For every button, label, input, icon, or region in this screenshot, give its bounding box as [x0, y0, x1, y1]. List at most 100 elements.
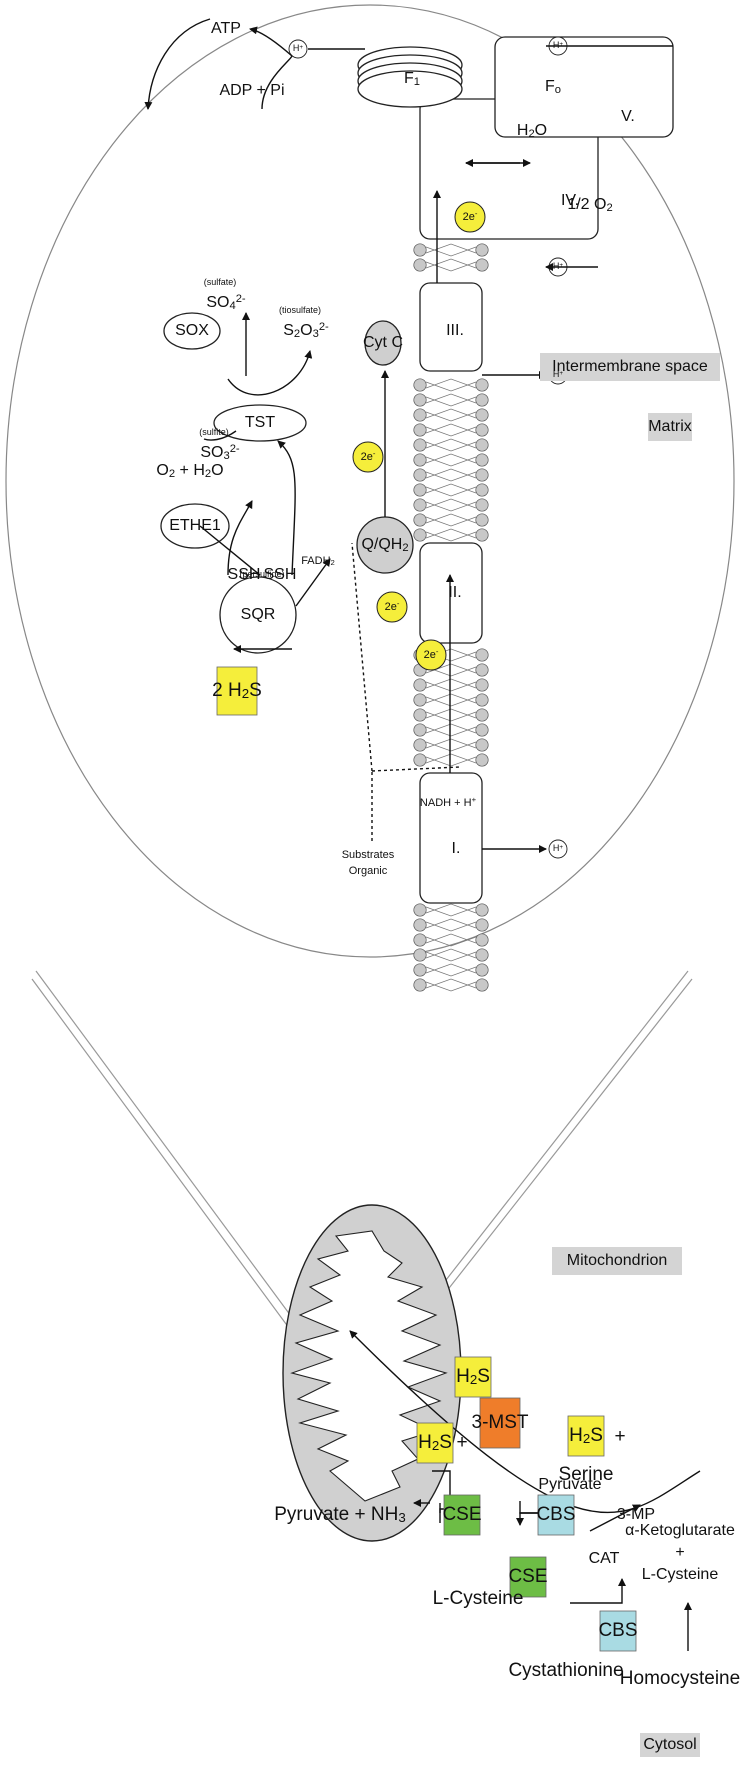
two-h2s-box: [216, 666, 258, 716]
lipid-head: [413, 753, 427, 767]
lipid-tail: [425, 258, 477, 272]
lipid-head: [413, 438, 427, 452]
cse-box-1: [509, 1556, 547, 1598]
intermembrane-label: Intermembrane space: [552, 358, 708, 375]
lipid-head: [475, 528, 489, 542]
proton-label-3: H+: [553, 261, 564, 271]
region-label-boxes: [540, 353, 720, 1757]
so4-label: SO42-: [206, 293, 246, 312]
proton-label-4: H+: [293, 43, 304, 53]
f1-head: [357, 46, 463, 108]
adp-pi-label: ADP + Pi: [219, 82, 284, 99]
complex-5-box: [494, 36, 674, 138]
lipid-head: [475, 708, 489, 722]
lipid-tail: [425, 918, 477, 932]
cbs-label-1: CBS: [598, 1620, 637, 1641]
lipid-head: [475, 918, 489, 932]
lipid-head: [475, 513, 489, 527]
mst-box: [479, 1397, 521, 1449]
lipid-head: [413, 378, 427, 392]
lipid-tail: [425, 438, 477, 452]
proton-label-5: H+: [553, 40, 564, 50]
electron-circles: [352, 201, 486, 671]
lipid-head: [475, 468, 489, 482]
plus-h2s-prefix: +: [456, 1432, 467, 1453]
tiosulfate-label: (tiosulfate): [279, 305, 321, 315]
lipid-tail: [425, 708, 477, 722]
lipid-head: [475, 243, 489, 257]
sox-label: SOX: [175, 322, 209, 339]
lipid-head: [413, 513, 427, 527]
cyt-c-label: Cyt C: [363, 334, 403, 351]
lipid-head: [413, 468, 427, 482]
q-qh2-label: Q/QH2: [361, 536, 408, 553]
cse-box-2: [443, 1494, 481, 1536]
lipid-tail: [425, 378, 477, 392]
lipid-tail: [425, 393, 477, 407]
lipid-head: [413, 453, 427, 467]
lipid-head: [475, 483, 489, 497]
cbs-box-1: [599, 1610, 637, 1652]
lipid-tail: [425, 423, 477, 437]
matrix-ellipse: [5, 4, 735, 958]
complex-1-label: I.: [452, 840, 461, 857]
lipid-head: [413, 903, 427, 917]
lipid-head: [413, 483, 427, 497]
tst-ellipse: [213, 404, 307, 442]
ssh-label-2: SSH: [264, 566, 297, 583]
lipid-head: [413, 948, 427, 962]
lipid-head: [413, 678, 427, 692]
lipid-head: [413, 243, 427, 257]
complex-2-box: [419, 542, 483, 644]
enzyme-boxes: [216, 666, 637, 1652]
sulfite-label: (sulfite): [199, 427, 229, 437]
atp-label: ATP: [211, 20, 241, 37]
sox-ellipse: [163, 312, 221, 350]
ethe1-label: ETHE1: [169, 517, 221, 534]
cat-label: CAT: [589, 1550, 620, 1567]
complex-1-box: [419, 772, 483, 904]
lipid-head: [413, 963, 427, 977]
lipid-head: [475, 453, 489, 467]
lipid-head: [413, 933, 427, 947]
two-e-2: 2e-: [424, 647, 439, 661]
lipid-tail: [425, 513, 477, 527]
cbs-label-2: CBS: [536, 1504, 575, 1525]
lipid-head: [475, 393, 489, 407]
cytosol-label: Cytosol: [643, 1736, 696, 1753]
two-e-3: 2e-: [361, 449, 376, 463]
two-e-1: 2e-: [385, 599, 400, 613]
h2s-mito: H2S: [456, 1366, 490, 1387]
lipid-head: [413, 693, 427, 707]
lipid-head: [475, 933, 489, 947]
complex-5-label: V.: [621, 108, 635, 125]
complexes: [419, 36, 674, 904]
sulfate-label: (sulfate): [204, 277, 237, 287]
so3-label: SO32-: [200, 443, 240, 462]
lipid-tail: [425, 948, 477, 962]
l-cysteine-2-label: L-Cysteine: [642, 1566, 719, 1583]
pyruvate-label: Pyruvate: [538, 1476, 601, 1493]
lipid-head: [475, 258, 489, 272]
two-e-4: 2e-: [463, 209, 478, 223]
cyt-c-ellipse: [364, 320, 402, 366]
lipid-tail: [425, 963, 477, 977]
lipid-head: [475, 663, 489, 677]
plus-2-label: +: [675, 1544, 684, 1561]
lipid-tail: [425, 528, 477, 542]
lipid-head: [475, 738, 489, 752]
tst-label: TST: [245, 414, 275, 431]
lipid-tail: [425, 978, 477, 992]
cbs-box-2: [537, 1494, 575, 1536]
lipid-head: [413, 708, 427, 722]
lipid-head: [475, 903, 489, 917]
ssh-label-1: SSH: [228, 566, 261, 583]
l-cysteine-label: L-Cysteine: [433, 1588, 524, 1609]
mitochondrion-organelle: [282, 1204, 462, 1542]
lipid-head: [475, 963, 489, 977]
lipid-head: [475, 423, 489, 437]
serine-plus: +: [614, 1426, 625, 1447]
fadh2-label: FADH2: [301, 555, 335, 567]
